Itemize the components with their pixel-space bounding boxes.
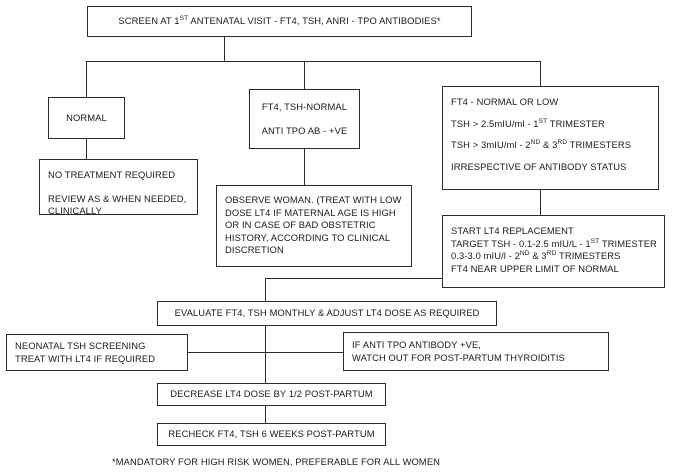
connector-side-branch-bus <box>188 352 343 354</box>
node-no-treatment-required[interactable]: NO TREATMENT REQUIRED REVIEW AS & WHEN N… <box>39 159 198 216</box>
node-neonatal-line-1: NEONATAL TSH SCREENING <box>15 340 146 351</box>
connector-evaluate-to-decrease <box>265 326 267 383</box>
superscript-rd: RD <box>546 249 557 257</box>
connector-normal-to-no-treatment <box>86 139 88 159</box>
connector-top-bus <box>86 61 541 63</box>
node-start-lt4-replacement[interactable]: START LT4 REPLACEMENT TARGET TSH - 0.1-2… <box>442 215 665 288</box>
node-decrease-lt4-dose[interactable]: DECREASE LT4 DOSE BY 1/2 POST-PARTUM <box>157 383 386 406</box>
superscript-rd: RD <box>557 138 568 146</box>
node-recheck-post-partum[interactable]: RECHECK FT4, TSH 6 WEEKS POST-PARTUM <box>157 423 386 446</box>
connector-drop-middle <box>304 61 306 89</box>
node-ft4-normal-or-low-line-1: FT4 - NORMAL OR LOW <box>451 96 559 107</box>
node-ft4-tsh-normal-line-1: FT4, TSH-NORMAL <box>261 101 348 112</box>
node-start-lt4-line-1: START LT4 REPLACEMENT <box>451 225 574 236</box>
node-start-lt4-line-4: FT4 NEAR UPPER LIMIT OF NORMAL <box>451 262 619 274</box>
node-ft4-normal-or-low-line-3: TSH > 3mIU/ml - 2ND & 3RD TRIMESTERS <box>451 138 632 150</box>
connector-spine-to-evaluate <box>265 278 267 301</box>
connector-middle-to-observe <box>304 149 306 185</box>
superscript-st: ST <box>538 117 548 125</box>
node-no-treatment-line-1: NO TREATMENT REQUIRED <box>48 169 176 180</box>
node-start-lt4-line-2: TARGET TSH - 0.1-2.5 mIU/L - 1ST TRIMEST… <box>451 237 657 249</box>
node-normal-line-1: NORMAL <box>66 111 107 123</box>
node-screen-at-first-visit[interactable]: SCREEN AT 1ST ANTENATAL VISIT - FT4, TSH… <box>87 6 472 37</box>
superscript-nd: ND <box>530 138 541 146</box>
footnote-mandatory: *MANDATORY FOR HIGH RISK WOMEN, PREFERAB… <box>112 456 441 467</box>
node-anti-tpo-line-1: IF ANTI TPO ANTIBODY +VE, <box>352 339 482 350</box>
superscript-st: ST <box>590 237 600 245</box>
node-evaluate-line-1: EVALUATE FT4, TSH MONTHLY & ADJUST LT4 D… <box>174 307 480 319</box>
connector-right-to-start-lt4 <box>540 190 542 215</box>
connector-drop-right <box>540 61 542 86</box>
node-ft4-normal-or-low-line-2: TSH > 2.5mIU/ml - 1ST TRIMESTER <box>451 117 605 129</box>
node-evaluate-monthly[interactable]: EVALUATE FT4, TSH MONTHLY & ADJUST LT4 D… <box>157 301 497 326</box>
node-observe-woman-line-5: DISCRETION <box>225 244 284 255</box>
superscript-st: ST <box>179 15 189 23</box>
node-observe-woman[interactable]: OBSERVE WOMAN. (TREAT WITH LOW DOSE LT4 … <box>216 185 412 267</box>
connector-start-lt4-to-spine <box>265 278 443 280</box>
node-ft4-normal-or-low[interactable]: FT4 - NORMAL OR LOW TSH > 2.5mIU/ml - 1S… <box>442 86 659 190</box>
superscript-nd: ND <box>519 249 530 257</box>
node-anti-tpo-positive[interactable]: IF ANTI TPO ANTIBODY +VE, WATCH OUT FOR … <box>343 332 609 371</box>
node-ft4-tsh-normal-line-2: ANTI TPO AB - +VE <box>261 124 348 136</box>
node-ft4-tsh-normal[interactable]: FT4, TSH-NORMAL ANTI TPO AB - +VE <box>249 89 360 149</box>
node-observe-woman-line-2: DOSE LT4 IF MATERNAL AGE IS HIGH <box>225 206 396 218</box>
node-no-treatment-line-2: REVIEW AS & WHEN NEEDED, <box>48 192 187 204</box>
node-screen-line-1: SCREEN AT 1ST ANTENATAL VISIT - FT4, TSH… <box>118 15 441 27</box>
node-observe-woman-line-1: OBSERVE WOMAN. (TREAT WITH LOW <box>225 194 402 205</box>
node-neonatal-tsh-screening[interactable]: NEONATAL TSH SCREENING TREAT WITH LT4 IF… <box>6 334 188 371</box>
node-recheck-line-1: RECHECK FT4, TSH 6 WEEKS POST-PARTUM <box>168 428 375 440</box>
node-decrease-line-1: DECREASE LT4 DOSE BY 1/2 POST-PARTUM <box>170 388 373 400</box>
connector-decrease-to-recheck <box>265 406 267 423</box>
node-normal[interactable]: NORMAL <box>48 97 125 139</box>
node-neonatal-line-2: TREAT WITH LT4 IF REQUIRED <box>15 352 156 364</box>
connector-drop-normal <box>86 61 88 97</box>
node-observe-woman-line-3: OR IN CASE OF BAD OBSTETRIC <box>225 219 376 230</box>
connector-screen-trunk <box>224 37 226 62</box>
node-anti-tpo-line-2: WATCH OUT FOR POST-PARTUM THYROIDITIS <box>352 351 565 363</box>
node-start-lt4-line-3: 0.3-3.0 mIU/l - 2ND & 3RD TRIMESTERS <box>451 249 621 261</box>
node-no-treatment-line-3: CLINICALLY <box>48 205 102 216</box>
node-ft4-normal-or-low-line-4: IRRESPECTIVE OF ANTIBODY STATUS <box>451 160 627 172</box>
node-observe-woman-line-4: HISTORY, ACCORDING TO CLINICAL <box>225 231 391 243</box>
